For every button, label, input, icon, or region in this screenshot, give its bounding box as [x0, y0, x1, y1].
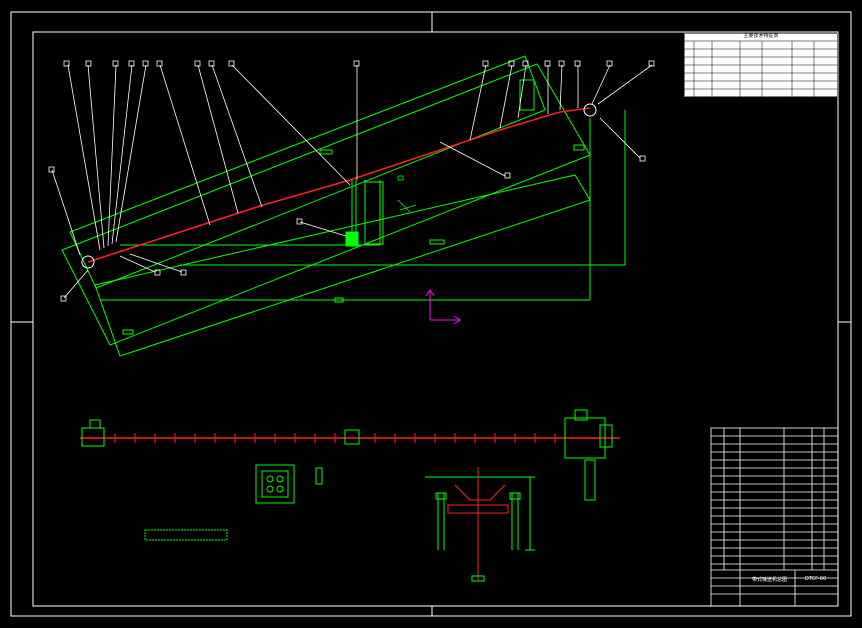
spec-table-grid: [684, 33, 838, 97]
plan-view: [80, 409, 620, 501]
spec-table-title: 主要技术特征表: [743, 33, 779, 39]
spec-table: 主要技术特征表: [684, 33, 838, 97]
title-block-drawing-number: DTCF-00: [805, 576, 827, 582]
leader-lines: [51, 64, 653, 299]
cross-section: [425, 467, 535, 582]
title-block-drawing-name: 带式输送机总图: [752, 577, 788, 583]
conveyor-belt: [87, 107, 591, 263]
parts-list: [710, 427, 839, 607]
leader-labels: [48, 60, 655, 302]
annotation-marks: [397, 175, 417, 213]
ucs-axis-icon: [425, 289, 461, 325]
take-up-tower: [345, 180, 359, 247]
head-pulley: [81, 103, 597, 269]
conveyor-frame: [61, 55, 626, 357]
drawing-border: [10, 11, 852, 617]
detail-views: [144, 464, 323, 541]
